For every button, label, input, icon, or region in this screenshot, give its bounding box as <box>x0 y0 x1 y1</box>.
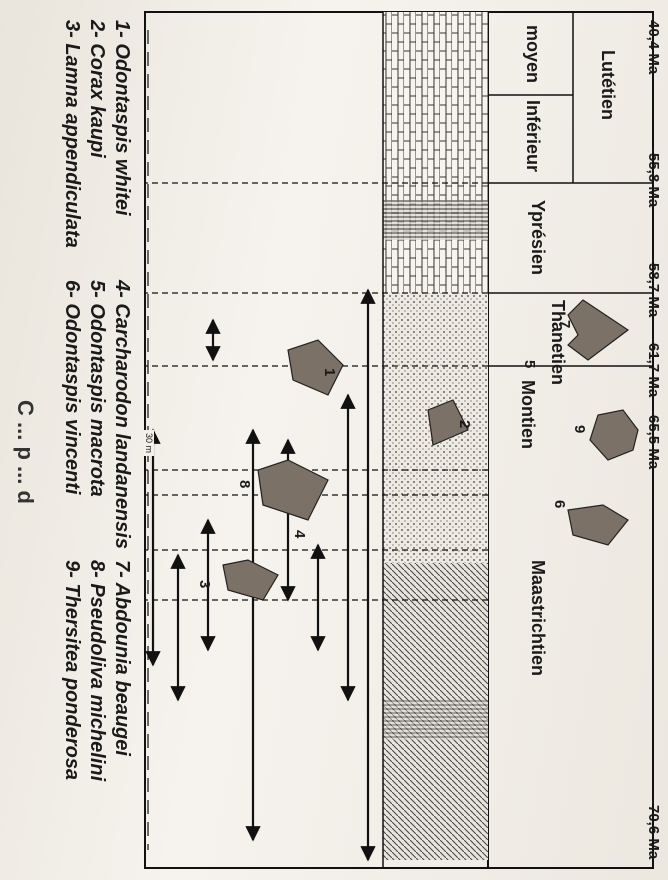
fossil-number-4: 4 <box>291 530 308 538</box>
fossil-number-7: 7 <box>556 320 573 328</box>
age-label-70-6: -70,6 Ma <box>645 800 662 859</box>
fossil-number-9: 9 <box>571 425 588 433</box>
stage-moyen: moyen <box>522 25 543 83</box>
stage-lutetien: Lutétien <box>597 50 618 120</box>
legend-item-1: 1- Odontaspis whitei <box>110 20 133 216</box>
stage-thanetien: Thanetien <box>547 300 568 385</box>
fossil-number-6: 6 <box>551 500 568 508</box>
legend-item-3: 3- Lamna appendiculata <box>60 20 83 248</box>
fossil-number-1: 1 <box>321 368 338 376</box>
scale-label: 30 m <box>144 430 154 456</box>
page-edge-text: C ... p ... d <box>12 400 38 504</box>
age-label-61-7: -61,7 Ma <box>645 338 662 397</box>
fossil-number-3: 3 <box>196 580 213 588</box>
legend-item-9: 9- Thersitea ponderosa <box>60 560 83 780</box>
stage-ypresien: Yprésien <box>527 200 548 275</box>
stage-inferieur: Inférieur <box>522 100 543 172</box>
fossil-number-2: 2 <box>456 420 473 428</box>
stage-montien: Montien <box>517 380 538 449</box>
stage-maastrichtien: Maastrichtien <box>527 560 548 676</box>
fossil-number-8: 8 <box>236 480 253 488</box>
age-label-40-4: -40,4 Ma <box>645 15 662 74</box>
legend-item-4: 4- Carcharodon landanensis <box>110 280 133 549</box>
legend-item-8: 8- Pseudoliva michelini <box>85 560 108 781</box>
age-label-65-5: -65,5 Ma <box>645 410 662 469</box>
legend-item-2: 2- Corax kaupi <box>85 20 108 158</box>
legend-item-6: 6- Odontaspis vincenti <box>60 280 83 494</box>
legend-item-7: 7- Abdounia beaugei <box>110 560 133 756</box>
age-label-55-8: -55,8 Ma <box>645 148 662 207</box>
age-label-58-7: -58,7 Ma <box>645 258 662 317</box>
fossil-number-5: 5 <box>521 360 538 368</box>
legend-item-5: 5- Odontaspis macrota <box>85 280 108 497</box>
